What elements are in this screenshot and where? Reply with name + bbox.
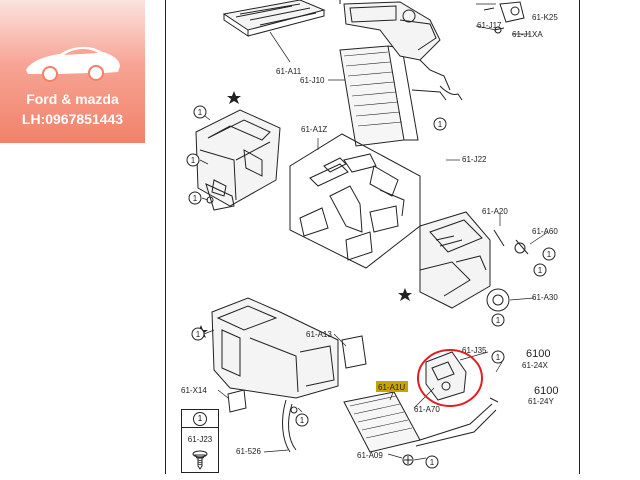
label-61-j10: 61-J10 [300, 76, 325, 85]
svg-text:1: 1 [198, 108, 203, 117]
legend-callout: 1 [193, 412, 207, 426]
label-61-a13: 61-A13 [306, 330, 332, 339]
svg-text:1: 1 [193, 194, 198, 203]
svg-text:1: 1 [438, 120, 443, 129]
callout-circle: 1 [295, 413, 309, 427]
svg-text:1: 1 [496, 316, 501, 325]
ref-6100-bottom: 6100 [534, 385, 558, 397]
ref-6100-top: 6100 [526, 348, 550, 360]
svg-text:1: 1 [430, 458, 435, 467]
label-61-x14: 61-X14 [181, 386, 207, 395]
callout-markers: 1 1 1 1 1 1 1 1 1 1 1 [186, 105, 556, 469]
blower-housing-part [419, 211, 529, 312]
callout-circle: 1 [191, 327, 205, 341]
screw-part [402, 454, 414, 466]
callout-circle: 1 [491, 313, 505, 327]
label-61-a1u: 61-A1U [378, 383, 405, 392]
label-61-j35: 61-J35 [462, 346, 487, 355]
legend-part-label: 61-J23 [187, 435, 213, 444]
svg-text:1: 1 [191, 156, 196, 165]
callout-circle: 1 [186, 153, 200, 167]
shop-name: Ford & mazda [26, 91, 119, 107]
callout-circle: 1 [193, 105, 207, 119]
svg-text:1: 1 [300, 416, 305, 425]
sports-car-icon [26, 46, 120, 82]
left-duct-unit [195, 109, 281, 211]
label-61-a11: 61-A11 [276, 67, 302, 76]
label-61-a60: 61-A60 [532, 227, 558, 236]
legend-box: 1 61-J23 [181, 409, 219, 473]
highlight-circle [417, 349, 483, 407]
star-marker [227, 91, 241, 104]
callout-circle: 1 [491, 350, 505, 364]
label-61-j1xa: 61-J1XA [512, 30, 543, 39]
door-assembly-box [289, 133, 421, 269]
callout-circle: 1 [542, 247, 556, 261]
ref-61-24y: 61-24Y [528, 397, 554, 406]
shop-badge: Ford & mazda LH:0967851443 [0, 0, 145, 143]
filter-frame-part [222, 0, 326, 37]
label-61-k25: 61-K25 [532, 13, 558, 22]
label-61-j17: 61-J17 [477, 21, 502, 30]
legend-header: 1 [182, 410, 218, 428]
callout-circle: 1 [425, 455, 439, 469]
label-61-a20: 61-A20 [482, 207, 508, 216]
shop-phone: LH:0967851443 [21, 111, 124, 127]
evaporator-part [339, 45, 447, 147]
label-61-a1u-highlight [376, 381, 408, 392]
callout-circle: 1 [188, 191, 202, 205]
label-61-a09: 61-A09 [357, 451, 383, 460]
label-61-a30: 61-A30 [532, 293, 558, 302]
callout-circle: 1 [533, 263, 547, 277]
label-61-j22: 61-J22 [462, 155, 487, 164]
callout-circle: 1 [433, 117, 447, 131]
star-marker [398, 288, 412, 301]
label-61-a70: 61-A70 [414, 405, 440, 414]
svg-text:1: 1 [496, 353, 501, 362]
screw-icon [192, 450, 208, 470]
upper-housing-part [343, 1, 463, 101]
label-61-a1z: 61-A1Z [301, 125, 327, 134]
ref-61-24x: 61-24X [522, 361, 548, 370]
heater-core-part [343, 391, 499, 453]
actuator-motor-part [425, 351, 467, 401]
svg-text:1: 1 [196, 330, 201, 339]
svg-text:1: 1 [538, 266, 543, 275]
svg-text:1: 1 [547, 250, 552, 259]
lower-housing-part [211, 297, 367, 453]
label-61-526: 61-526 [236, 447, 261, 456]
